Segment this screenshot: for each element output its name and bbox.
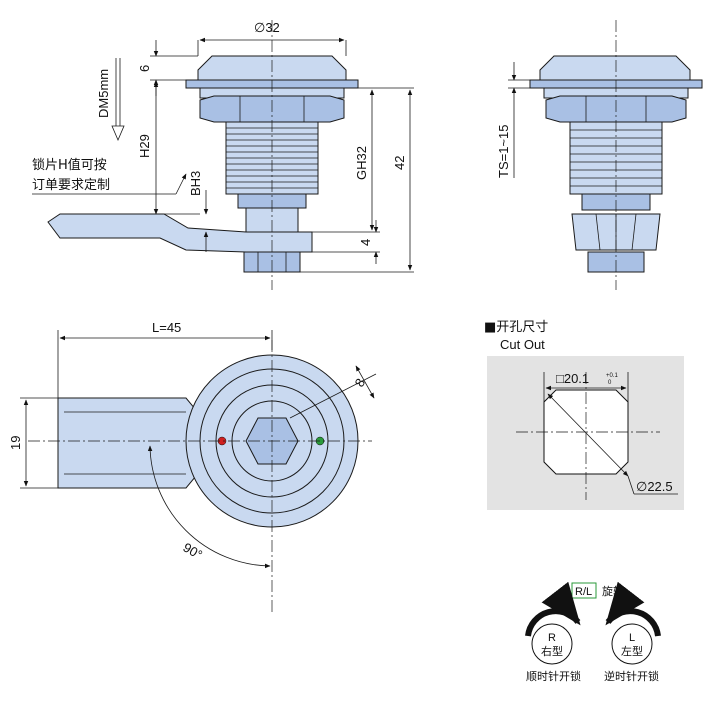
cutout-section: ■开孔尺寸 Cut Out □20.1 +0.1 0 ∅22.5 — [484, 320, 684, 510]
lever-top — [57, 397, 197, 489]
right-letter: R — [548, 632, 556, 644]
left-desc: 逆时针开锁 — [604, 669, 659, 683]
tolerance-lower: 0 — [608, 380, 612, 386]
front-view: ∅32 6 H29 BH3 GH32 42 4 DM5mm 锁片H值可按 订单要… — [32, 20, 414, 290]
dim-h29: H29 — [137, 134, 152, 158]
right-desc: 顺时针开锁 — [526, 669, 581, 683]
dim-19: 19 — [8, 436, 23, 450]
dim-6: 6 — [137, 65, 152, 72]
cam-lever — [47, 213, 313, 253]
counterclockwise-arrow-icon — [605, 581, 661, 637]
cutout-title-en: Cut Out — [500, 337, 545, 352]
dim-diameter-22-5: ∅22.5 — [636, 479, 673, 494]
dim-dm5: DM5mm — [96, 69, 111, 118]
dim-ts: TS=1~15 — [496, 125, 511, 179]
cutout-title-cn: ■开孔尺寸 — [484, 320, 548, 335]
note-line-1: 锁片H值可按 — [32, 157, 107, 173]
dim-l45: L=45 — [152, 320, 181, 335]
note-line-2: 订单要求定制 — [32, 178, 110, 193]
right-type-circle — [531, 623, 573, 665]
top-view: L=45 19 8 90° — [8, 320, 377, 612]
clockwise-arrow-icon — [525, 581, 581, 637]
rotation-section: R/L 旋转 R 右型 顺时针开锁 L 左型 逆时针开锁 — [525, 581, 661, 683]
tolerance-upper: +0.1 — [606, 373, 619, 379]
dim-diameter-32: ∅32 — [254, 20, 280, 35]
dim-bh3: BH3 — [188, 171, 203, 196]
dim-square-20-1: □20.1 — [556, 371, 589, 386]
left-letter: L — [629, 632, 635, 644]
rl-label: R/L — [575, 586, 592, 598]
dim-4: 4 — [358, 239, 373, 246]
left-type: 左型 — [621, 644, 643, 658]
rotate-label: 旋转 — [602, 584, 624, 598]
dim-gh32: GH32 — [354, 146, 369, 180]
left-type-circle — [611, 623, 653, 665]
dim-8: 8 — [352, 376, 369, 390]
side-view: TS=1~15 — [496, 20, 703, 290]
dim-42: 42 — [392, 156, 407, 170]
right-type: 右型 — [541, 644, 563, 658]
